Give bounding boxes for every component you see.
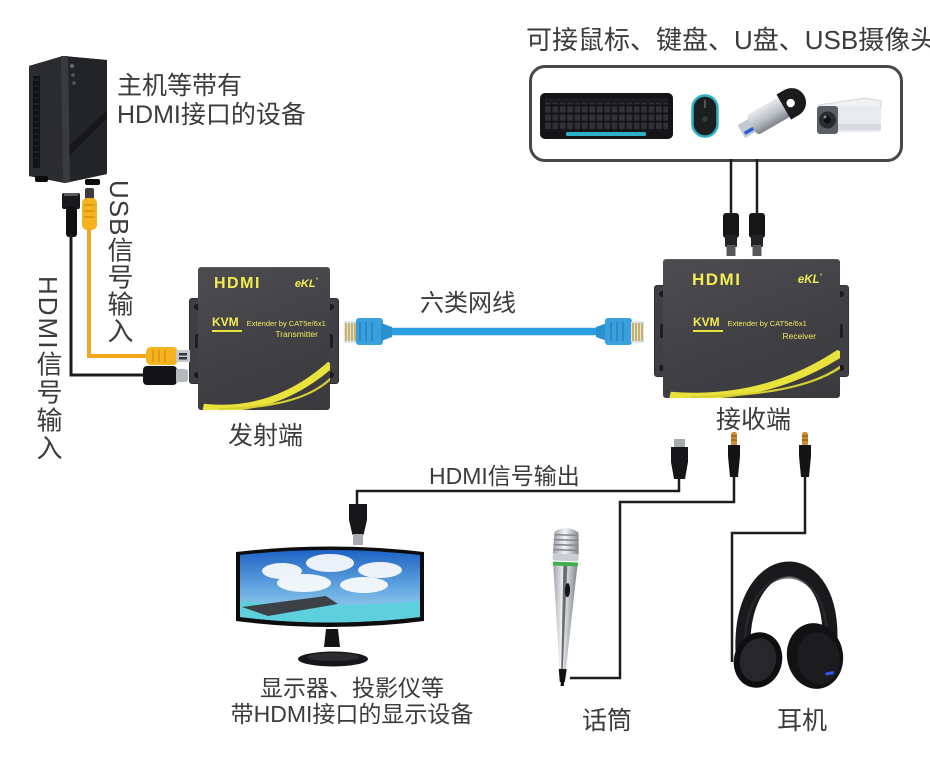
device-brand-logo: eKL bbox=[295, 278, 318, 290]
receiver-caption: 接收端 bbox=[716, 406, 792, 434]
hdmi-connector-icon bbox=[62, 193, 80, 237]
headphone-caption: 耳机 bbox=[777, 707, 828, 735]
hdmi-connector-icon bbox=[671, 439, 688, 479]
mic-cable bbox=[570, 477, 736, 680]
device-model-row: KVM Extender by CAT5e/6x1 bbox=[212, 315, 326, 332]
swoosh-graphic bbox=[669, 349, 840, 398]
device-kvm-label: KVM bbox=[212, 315, 242, 332]
rj45-connector-icon bbox=[596, 318, 644, 345]
hdmi-output-label: HDMI信号输出 bbox=[429, 463, 580, 489]
usb-a-connector-icon bbox=[146, 347, 190, 365]
usb-connector-icon bbox=[749, 213, 765, 256]
usb-input-label: USB信号输入 bbox=[104, 180, 134, 345]
swoosh-graphic bbox=[202, 361, 330, 410]
device-front-panel: HDMI eKL KVM Extender by CAT5e/6x1 Trans… bbox=[198, 267, 330, 410]
usb-connector-icon bbox=[723, 213, 739, 256]
mic-caption: 话筒 bbox=[582, 707, 633, 735]
display-caption: 显示器、投影仪等 带HDMI接口的显示设备 bbox=[207, 675, 497, 727]
host-label: 主机等带有 HDMI接口的设备 bbox=[117, 72, 306, 130]
rj45-connector-icon bbox=[344, 318, 392, 345]
hdmi-input-label: HDMI信号输入 bbox=[33, 276, 63, 463]
device-extender-label: Extender by CAT5e/6x1 bbox=[246, 319, 326, 328]
display-caption-line1: 显示器、投影仪等 bbox=[260, 675, 444, 701]
mouse-icon bbox=[691, 94, 719, 138]
host-label-line1: 主机等带有 bbox=[117, 72, 243, 100]
device-role-label: Transmitter bbox=[275, 329, 318, 339]
device-hdmi-logo: HDMI bbox=[692, 270, 742, 289]
usb-drive-icon bbox=[738, 88, 806, 138]
microphone-icon bbox=[552, 528, 579, 686]
hdmi-connector-icon bbox=[349, 504, 367, 545]
device-role-label: Receiver bbox=[782, 331, 816, 341]
transmitter-caption: 发射端 bbox=[228, 422, 304, 450]
hdmi-connector-icon bbox=[143, 366, 188, 385]
pc-tower-icon bbox=[29, 56, 107, 185]
usb-connector-icon bbox=[82, 188, 97, 230]
headphones-icon bbox=[733, 561, 844, 689]
keyboard-icon bbox=[540, 93, 673, 139]
monitor-icon bbox=[236, 546, 424, 667]
display-caption-line2: 带HDMI接口的显示设备 bbox=[230, 701, 474, 727]
usb-camera-icon bbox=[817, 97, 882, 134]
device-extender-label: Extender by CAT5e/6x1 bbox=[727, 319, 807, 328]
device-kvm-label: KVM bbox=[693, 315, 723, 332]
audio-jack-icon bbox=[799, 432, 811, 477]
transmitter-device: HDMI eKL KVM Extender by CAT5e/6x1 Trans… bbox=[189, 267, 339, 410]
device-brand-logo: eKL bbox=[798, 274, 822, 286]
host-label-line2: HDMI接口的设备 bbox=[117, 101, 306, 129]
peripherals-title: 可接鼠标、键盘、U盘、USB摄像头 bbox=[526, 25, 930, 55]
device-hdmi-logo: HDMI bbox=[214, 275, 261, 292]
audio-jack-icon bbox=[728, 432, 740, 477]
cat6-cable-label: 六类网线 bbox=[420, 290, 516, 317]
device-front-panel: HDMI eKL KVM Extender by CAT5e/6x1 Recei… bbox=[663, 259, 840, 398]
device-model-row: KVM Extender by CAT5e/6x1 bbox=[693, 315, 807, 332]
receiver-device: HDMI eKL KVM Extender by CAT5e/6x1 Recei… bbox=[654, 259, 849, 398]
